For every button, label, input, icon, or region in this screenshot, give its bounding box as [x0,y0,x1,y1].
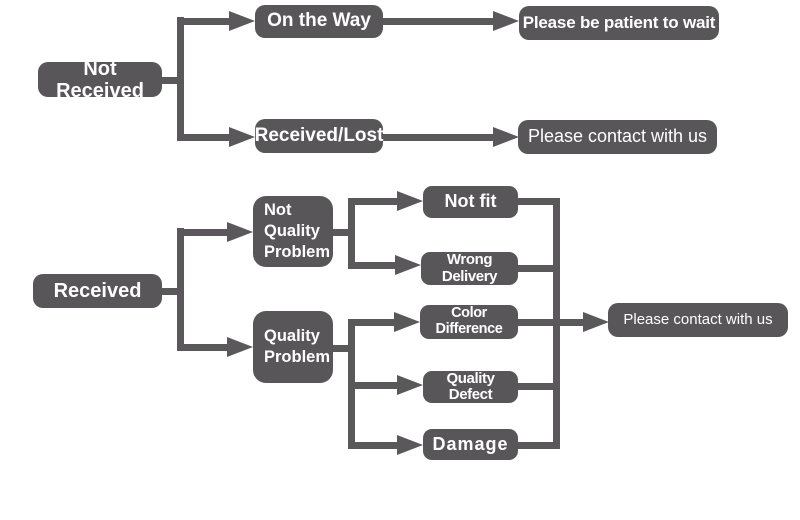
node-received: Received [33,274,162,308]
node-not-quality-problem: Not Quality Problem [253,196,333,267]
connector-damage-merge [518,442,560,449]
arrowhead-icon [229,11,255,31]
connector-to-wrong-delivery [348,262,397,269]
node-please-contact-top: Please contact with us [518,120,717,154]
connector-not-received-branch [177,17,184,141]
connector-to-on-the-way [177,18,231,25]
arrowhead-icon [229,127,255,147]
connector-to-quality-defect [348,382,399,389]
arrowhead-icon [493,11,519,31]
connector-qp-stub [333,345,353,352]
node-quality-defect: Quality Defect [423,370,518,403]
arrowhead-icon [227,222,253,242]
connector-to-not-fit [348,198,399,205]
node-received-lost: Received/Lost [255,119,383,153]
connector-not-fit-merge [518,198,560,205]
connector-nqp-branch [348,198,355,269]
connector-to-quality-problem [177,344,229,351]
node-not-fit: Not fit [423,186,518,218]
node-damage: Damage [423,429,518,460]
connector-to-not-quality-problem [177,229,229,236]
node-please-contact-bottom: Please contact with us [608,303,788,337]
node-not-received: Not Received [38,58,162,102]
connector-merge-to-contact [553,319,585,326]
connector-to-damage [348,442,399,449]
connector-wrong-delivery-merge [518,265,560,272]
connector-received-stub [162,288,182,295]
connector-quality-defect-merge [518,383,560,390]
connector-received-branch [177,228,184,351]
connector-not-received-stub [162,77,182,84]
arrowhead-icon [397,435,423,455]
connector-to-color-difference [348,319,396,326]
arrowhead-icon [227,337,253,357]
node-on-the-way: On the Way [255,5,383,38]
arrowhead-icon [397,191,423,211]
connector-to-received-lost [177,134,231,141]
connector-received-lost-to-contact [383,134,495,141]
arrowhead-icon [583,312,609,332]
arrowhead-icon [395,255,421,275]
connector-color-difference-merge [518,319,560,326]
node-wrong-delivery: Wrong Delivery [421,251,518,285]
node-please-be-patient: Please be patient to wait [519,6,719,40]
connector-nqp-stub [333,229,353,236]
arrowhead-icon [394,312,420,332]
connector-on-the-way-to-wait [383,18,495,25]
arrowhead-icon [397,375,423,395]
node-color-difference: Color Difference [420,305,518,339]
node-quality-problem: Quality Problem [253,311,333,383]
arrowhead-icon [493,127,519,147]
